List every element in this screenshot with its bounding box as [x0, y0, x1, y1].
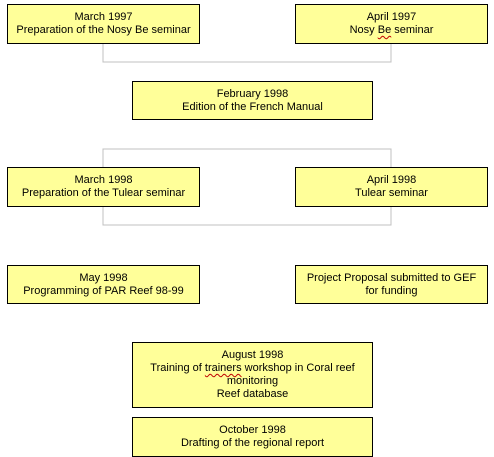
milestone-label-pre: Training of — [150, 362, 205, 374]
milestone-trainers-workshop: August 1998 Training of trainers worksho… — [132, 342, 373, 408]
milestone-date: February 1998 — [216, 87, 289, 100]
connector-bracket-1998 — [102, 207, 392, 226]
milestone-label: Edition of the French Manual — [182, 100, 323, 113]
milestone-label-post: seminar — [391, 24, 434, 36]
milestone-french-manual: February 1998 Edition of the French Manu… — [132, 81, 373, 120]
milestone-label: Training of trainers workshop in Coral r… — [150, 362, 354, 375]
spellcheck-word: Be — [377, 24, 392, 36]
milestone-label-database: Reef database — [216, 388, 289, 400]
milestone-label: Project Proposal submitted to GEF — [306, 271, 477, 284]
milestone-tulear-seminar: April 1998 Tulear seminar — [295, 167, 488, 207]
spellcheck-word: trainers — [204, 362, 242, 374]
milestone-label-continued: for funding — [365, 284, 418, 297]
milestone-date: March 1997 — [74, 11, 133, 23]
milestone-date: May 1998 — [79, 271, 128, 284]
milestone-nosy-be-seminar: April 1997 Nosy Be seminar — [295, 4, 488, 44]
milestone-gef-proposal: Project Proposal submitted to GEF for fu… — [295, 265, 488, 304]
milestone-label-continued: monitoring — [226, 375, 279, 387]
milestone-label: Tulear seminar — [355, 187, 428, 199]
milestone-date: March 1998 — [74, 174, 133, 186]
milestone-label: Nosy Be seminar — [350, 24, 434, 37]
milestone-nosy-be-preparation: March 1997 Preparation of the Nosy Be se… — [7, 4, 200, 44]
timeline-diagram: March 1997 Preparation of the Nosy Be se… — [7, 4, 488, 457]
milestone-regional-report: October 1998 Drafting of the regional re… — [132, 417, 373, 457]
milestone-date: April 1997 — [366, 11, 417, 23]
milestone-label: Preparation of the Tulear seminar — [21, 187, 186, 199]
milestone-tulear-preparation: March 1998 Preparation of the Tulear sem… — [7, 167, 200, 207]
milestone-label-pre: Nosy — [349, 24, 378, 36]
milestone-label: Programming of PAR Reef 98-99 — [23, 284, 184, 297]
milestone-date: October 1998 — [219, 424, 286, 436]
milestone-label: Preparation of the Nosy Be seminar — [16, 24, 191, 36]
milestone-date: April 1998 — [366, 174, 417, 186]
connector-top-1998 — [102, 148, 392, 167]
milestone-label: Drafting of the regional report — [180, 437, 325, 449]
milestone-par-reef-programming: May 1998 Programming of PAR Reef 98-99 — [7, 265, 200, 304]
milestone-label-post: workshop in Coral reef — [241, 362, 355, 374]
connector-lines — [102, 44, 392, 226]
connector-bracket-1997 — [102, 44, 392, 63]
milestone-date: August 1998 — [221, 349, 284, 361]
